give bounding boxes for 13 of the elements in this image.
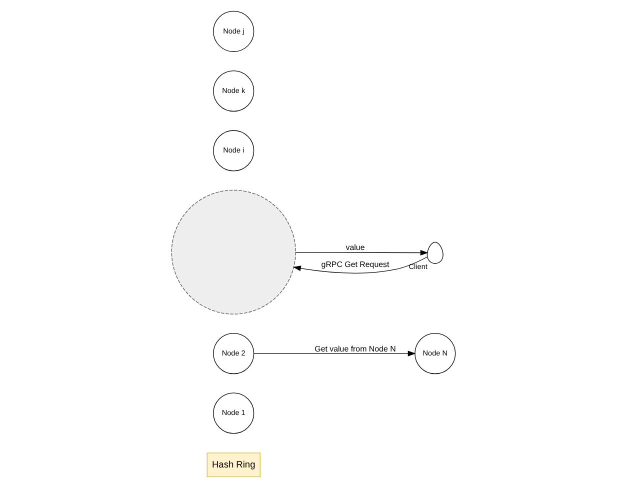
node-circle: Node k [213, 70, 254, 112]
node-circle: Node 2 [213, 332, 254, 374]
node-circle: Node 1 [213, 392, 254, 434]
node-circle: Node N [414, 332, 456, 374]
arrow [295, 250, 428, 256]
node-person [426, 242, 444, 264]
arrow [292, 256, 428, 274]
arrow [254, 350, 416, 356]
node-label: Client [408, 262, 428, 272]
node-box: Hash Ring [206, 452, 260, 478]
node-circle [171, 190, 296, 314]
node-circle: Node i [213, 130, 254, 172]
node-circle: Node j [213, 10, 254, 52]
